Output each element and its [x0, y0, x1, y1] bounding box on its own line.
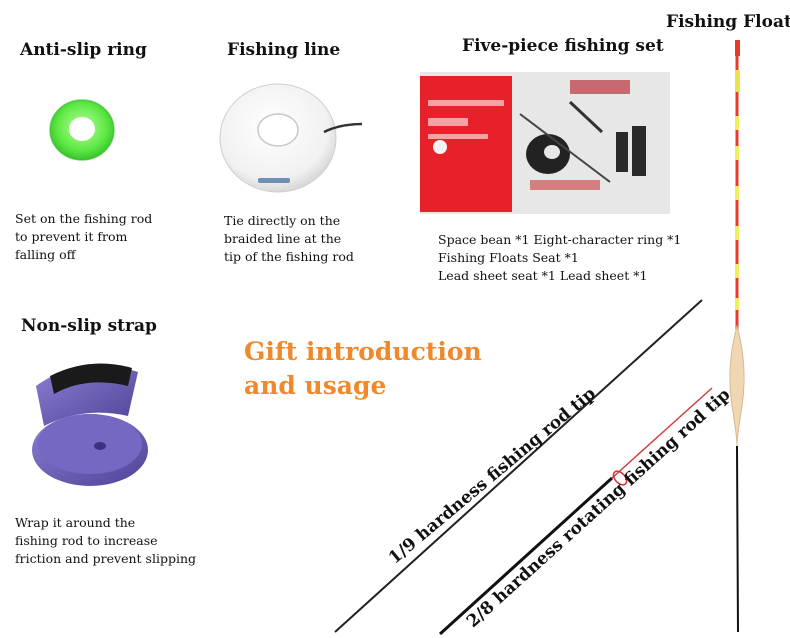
rod-tip-1 [334, 299, 703, 633]
anti-slip-ring-description: Set on the fishing rod to prevent it fro… [15, 211, 153, 262]
fishing-float-image [729, 40, 745, 633]
fishing-line-title: Fishing line [227, 40, 341, 60]
fishing-float-title: Fishing Float [666, 12, 790, 32]
non-slip-strap-description: Wrap it around the fishing rod to increa… [15, 515, 196, 566]
five-piece-set-description: Space bean *1 Eight-character ring *1 Fi… [438, 232, 682, 283]
fishing-line-description: Tie directly on the braided line at the … [224, 213, 354, 264]
five-piece-set-package-image [420, 72, 670, 214]
fishing-line-spool-image [219, 83, 363, 193]
non-slip-strap-image [32, 363, 148, 486]
non-slip-strap-title: Non-slip strap [21, 316, 157, 336]
rod-tip-2-upper [611, 387, 713, 479]
rod-tip-2-lower [438, 476, 614, 636]
gift-introduction-heading: Gift introduction and usage [244, 337, 482, 400]
anti-slip-ring-image [49, 99, 115, 161]
anti-slip-ring-title: Anti-slip ring [20, 40, 147, 60]
rod-tip-2-ring [612, 470, 628, 486]
five-piece-set-title: Five-piece fishing set [462, 36, 664, 56]
